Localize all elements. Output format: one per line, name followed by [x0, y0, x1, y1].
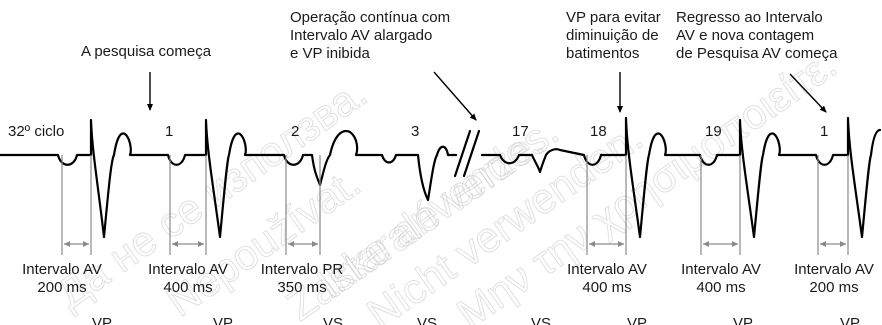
- interval-label-2-name: Intervalo AV: [148, 261, 228, 278]
- annotation-vp-avoid-3: batimentos: [566, 45, 639, 62]
- interval-label-5-value: 400 ms: [696, 279, 745, 296]
- interval-label-6: Intervalo AV 200 ms: [794, 261, 874, 296]
- interval-label-6-name: Intervalo AV: [794, 261, 874, 278]
- cycle-label-2: 2: [291, 123, 299, 140]
- interval-label-1: Intervalo AV 200 ms: [22, 261, 102, 296]
- annotation-search-starts: A pesquisa começa: [81, 43, 212, 60]
- interval-label-3-value: 350 ms: [277, 279, 326, 296]
- annotation-continuous-1: Operação contínua com: [290, 9, 450, 26]
- interval-label-1-name: Intervalo AV: [22, 261, 102, 278]
- annotation-return-2: AV e nova contagem: [676, 27, 814, 44]
- av-interval-measure-3: [586, 155, 627, 255]
- beat-type-5: VS: [531, 315, 551, 325]
- beat-type-3: VS: [323, 315, 343, 325]
- arrow-return-interval: [789, 73, 827, 113]
- interval-label-2-value: 400 ms: [163, 279, 212, 296]
- cycle-label-19: 19: [705, 123, 722, 140]
- beat-type-4: VS: [417, 315, 437, 325]
- interval-label-2: Intervalo AV 400 ms: [148, 261, 228, 296]
- break-mark-1: [453, 129, 472, 178]
- cycle-label-17: 17: [512, 123, 529, 140]
- annotation-vp-avoid-1: VP para evitar: [566, 9, 661, 26]
- cycle-label-3: 3: [411, 123, 419, 140]
- interval-label-6-value: 200 ms: [809, 279, 858, 296]
- interval-label-5-name: Intervalo AV: [681, 261, 761, 278]
- break-mark-2: [462, 129, 481, 178]
- interval-label-4: Intervalo AV 400 ms: [567, 261, 647, 296]
- cycle-label-1: 1: [165, 123, 173, 140]
- av-interval-measure-4: [700, 155, 741, 255]
- interval-label-3-name: Intervalo PR: [261, 261, 344, 278]
- av-interval-measure-5: [817, 155, 849, 255]
- av-interval-measure-1: [61, 155, 92, 255]
- pr-interval-measure: [285, 155, 321, 255]
- annotation-continuous-3: e VP inibida: [290, 45, 370, 62]
- cycle-label-1b: 1: [820, 123, 828, 140]
- annotation-return-1: Regresso ao Intervalo: [676, 9, 823, 26]
- interval-label-4-value: 400 ms: [582, 279, 631, 296]
- interval-label-1-value: 200 ms: [37, 279, 86, 296]
- annotation-vp-avoid-2: diminuição de: [566, 27, 659, 44]
- cycle-label-32: 32º ciclo: [8, 123, 64, 140]
- beat-type-1: VP: [92, 315, 112, 325]
- arrow-continuous-operation: [433, 71, 477, 121]
- beat-type-6: VP: [627, 315, 647, 325]
- av-interval-measure-2: [169, 155, 207, 255]
- beat-type-7: VP: [733, 315, 753, 325]
- annotation-continuous-2: Intervalo AV alargado: [290, 27, 432, 44]
- interval-label-4-name: Intervalo AV: [567, 261, 647, 278]
- ecg-trace-left: [0, 118, 458, 239]
- interval-label-5: Intervalo AV 400 ms: [681, 261, 761, 296]
- beat-type-8: VP: [840, 315, 860, 325]
- beat-type-2: VP: [213, 315, 233, 325]
- cycle-label-18: 18: [590, 123, 607, 140]
- annotation-return-3: de Pesquisa AV começa: [676, 45, 838, 62]
- interval-label-3: Intervalo PR 350 ms: [261, 261, 344, 296]
